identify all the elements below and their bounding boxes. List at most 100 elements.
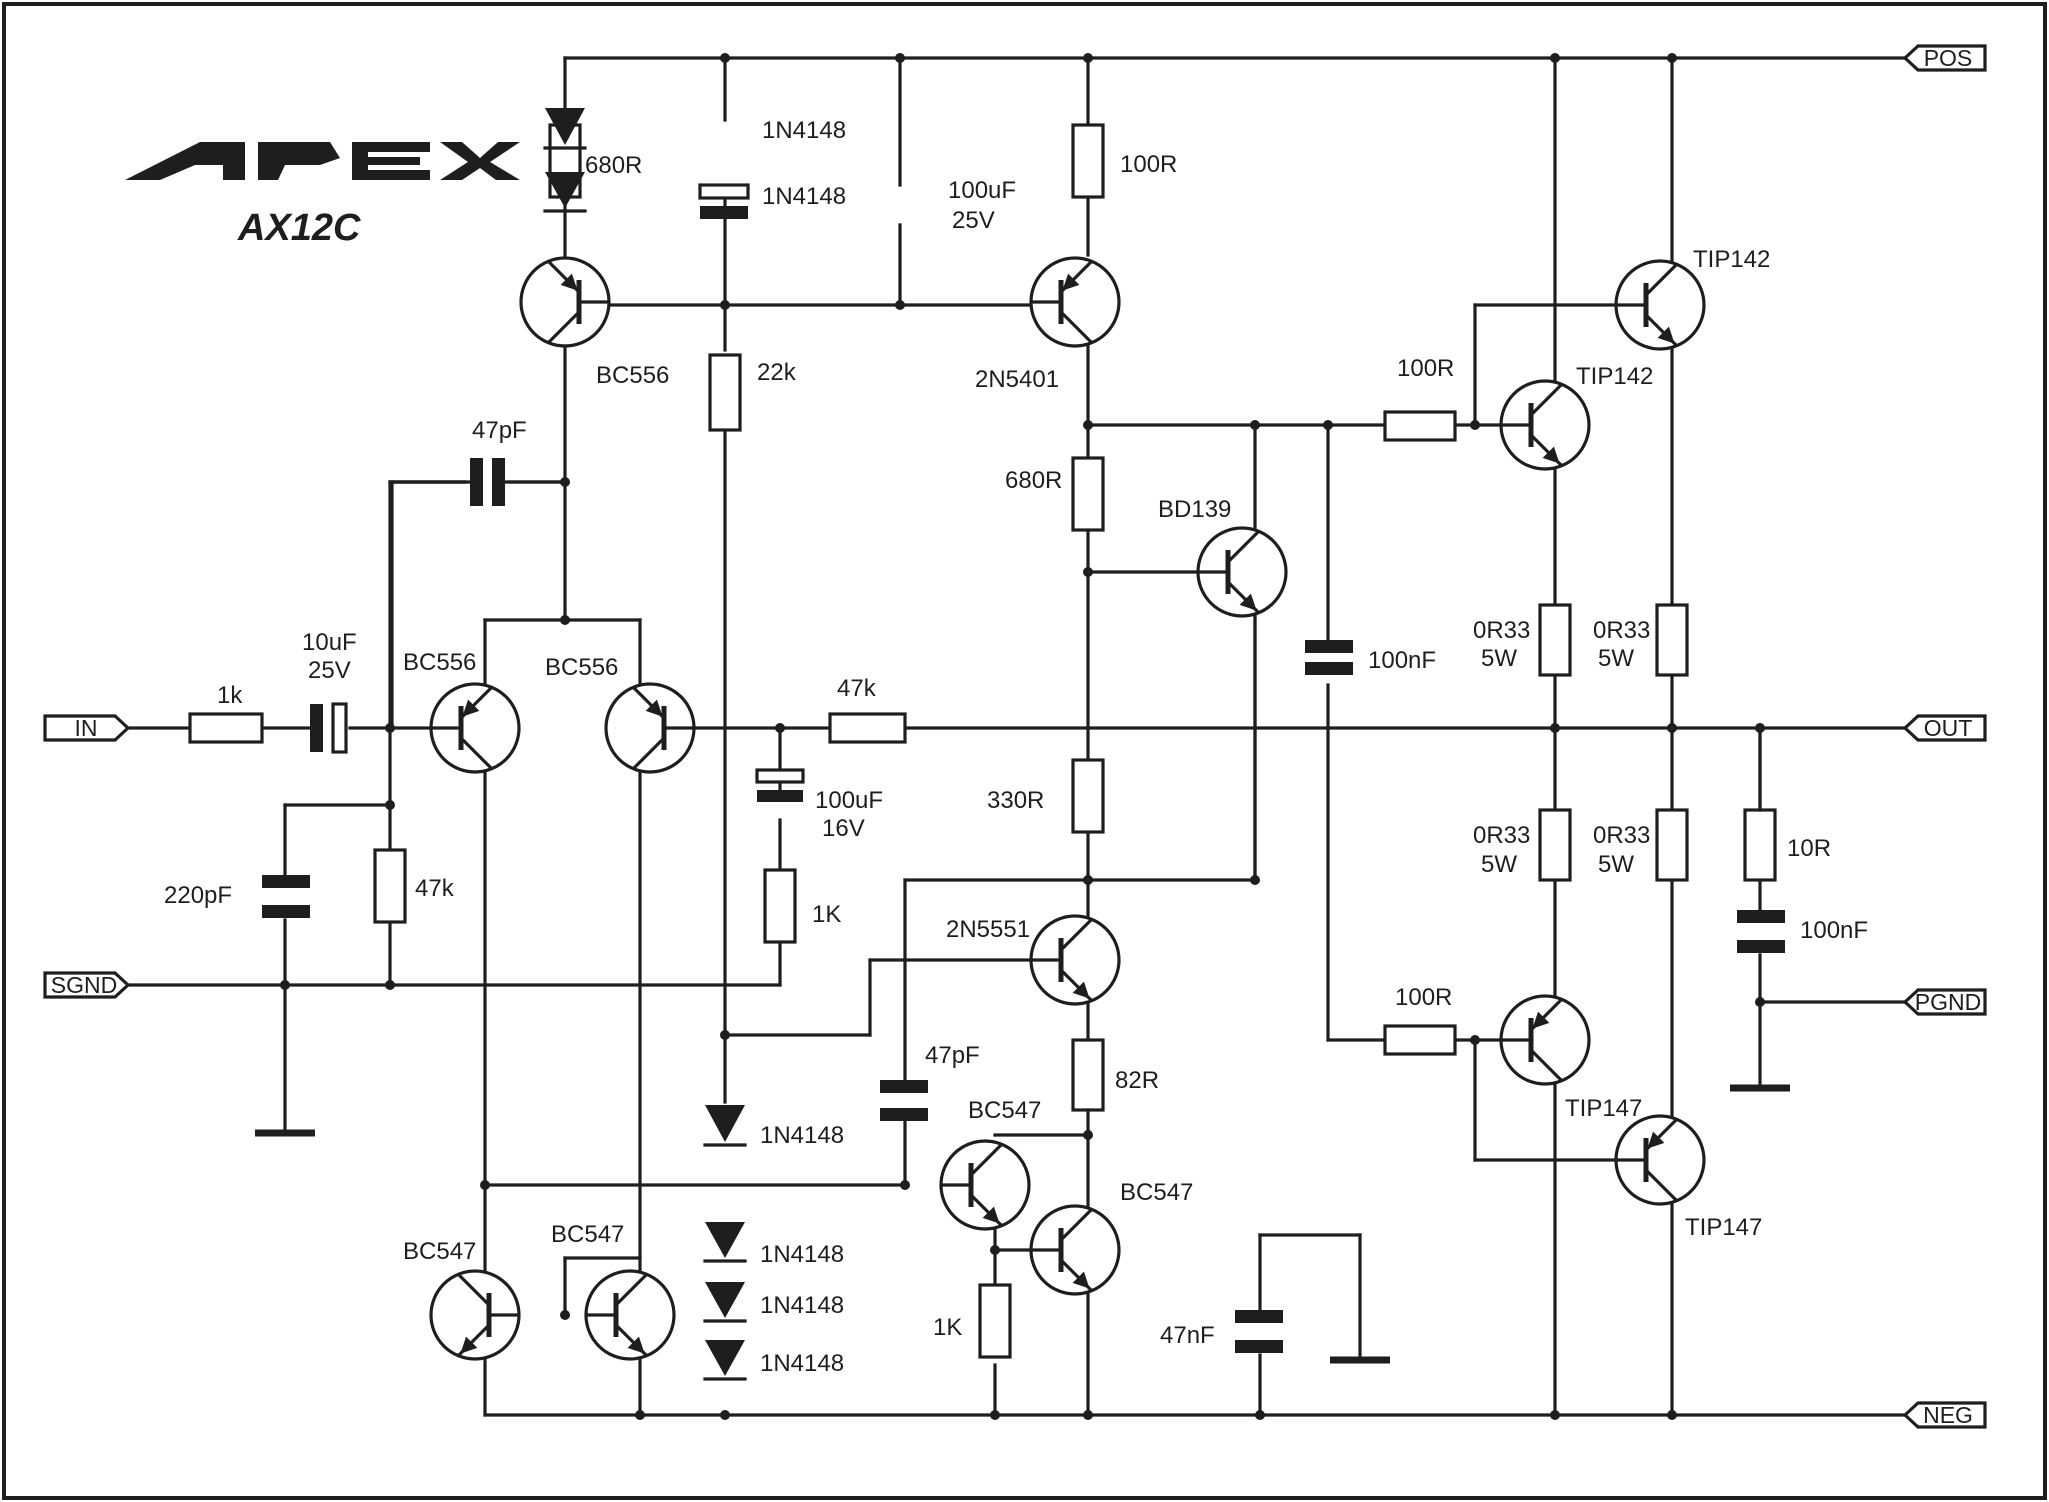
transistor-bc547-right (1029, 1204, 1121, 1296)
resistor-1k-input (188, 712, 264, 744)
capacitor-100nf-zobel (1737, 910, 1785, 953)
svg-text:1k: 1k (217, 682, 243, 709)
capacitor-100uf-16v (755, 768, 805, 802)
svg-text:47nF: 47nF (1160, 1322, 1215, 1349)
resistor-47k-input (373, 848, 407, 924)
svg-text:1N4148: 1N4148 (760, 1350, 844, 1377)
transistor-2n5551 (1029, 914, 1121, 1006)
svg-text:TIP142: TIP142 (1576, 363, 1653, 390)
svg-text:100R: 100R (1397, 355, 1454, 382)
apex-logo (125, 142, 520, 180)
svg-text:2N5551: 2N5551 (946, 916, 1030, 943)
svg-text:47k: 47k (837, 675, 877, 702)
port-sgnd: SGND (43, 971, 131, 999)
capacitor-10uf-25v (310, 702, 348, 754)
transistor-bc547-mid (939, 1139, 1031, 1231)
transistor-bc556-right (604, 682, 696, 774)
diode-1n4148-d5 (703, 1282, 747, 1323)
capacitor-47pf-miller (880, 1080, 928, 1121)
svg-text:BD139: BD139 (1158, 496, 1231, 523)
transistor-bd139 (1196, 526, 1288, 618)
svg-text:NEG: NEG (1923, 1402, 1973, 1428)
transistor-tip142-b (1499, 379, 1591, 471)
capacitor-100nf-bootstrap (1305, 640, 1353, 675)
resistor-100r-driver-bottom (1383, 1024, 1457, 1056)
port-out: OUT (1902, 714, 1987, 742)
svg-text:1N4148: 1N4148 (760, 1292, 844, 1319)
svg-text:47pF: 47pF (472, 417, 527, 444)
resistor-10r-zobel (1743, 808, 1777, 882)
resistor-0r33-2 (1655, 603, 1689, 677)
capacitor-47nf (1235, 1310, 1283, 1353)
svg-text:25V: 25V (952, 207, 995, 234)
diodes (543, 108, 747, 1381)
svg-text:680R: 680R (585, 152, 642, 179)
ports: POS OUT PGND NEG IN SGND (43, 44, 1987, 1429)
svg-text:BC547: BC547 (551, 1221, 624, 1248)
resistor-1k-feedback (763, 868, 797, 944)
resistors (188, 123, 1777, 1359)
component-labels: 680R 1N4148 1N4148 100uF 25V 100R BC556 … (164, 117, 1868, 1377)
svg-text:25V: 25V (308, 657, 351, 684)
transistor-bc556-top (519, 256, 611, 348)
svg-text:IN: IN (75, 715, 98, 741)
svg-text:5W: 5W (1481, 645, 1517, 672)
svg-text:5W: 5W (1481, 851, 1517, 878)
svg-text:BC547: BC547 (1120, 1179, 1193, 1206)
resistor-0r33-4 (1655, 808, 1689, 882)
resistor-82r (1071, 1038, 1105, 1112)
svg-text:220pF: 220pF (164, 882, 232, 909)
svg-text:1N4148: 1N4148 (760, 1122, 844, 1149)
diode-1n4148-d1 (543, 108, 587, 150)
svg-text:1N4148: 1N4148 (762, 183, 846, 210)
junction-dots (280, 53, 1765, 1420)
resistor-100r-driver-top (1383, 410, 1457, 442)
svg-text:100nF: 100nF (1800, 917, 1868, 944)
diode-1n4148-d2 (543, 172, 587, 213)
transistor-tip147-a (1499, 994, 1591, 1086)
svg-text:100uF: 100uF (815, 787, 883, 814)
diode-1n4148-d3 (703, 1105, 747, 1147)
svg-text:OUT: OUT (1924, 715, 1973, 741)
port-in: IN (43, 714, 131, 742)
svg-text:PGND: PGND (1915, 989, 1981, 1015)
svg-text:0R33: 0R33 (1593, 822, 1650, 849)
transistor-tip147-b (1614, 1114, 1706, 1206)
svg-text:SGND: SGND (51, 972, 117, 998)
svg-text:1N4148: 1N4148 (760, 1241, 844, 1268)
svg-text:10R: 10R (1787, 835, 1831, 862)
svg-text:1K: 1K (933, 1314, 962, 1341)
resistor-680r-vas (1071, 456, 1105, 532)
svg-text:5W: 5W (1598, 851, 1634, 878)
svg-text:0R33: 0R33 (1593, 617, 1650, 644)
ground-symbols (255, 1084, 1790, 1364)
svg-text:1N4148: 1N4148 (762, 117, 846, 144)
resistor-330r (1071, 758, 1105, 834)
diode-1n4148-d6 (703, 1340, 747, 1381)
capacitors (262, 183, 1785, 1353)
port-neg: NEG (1902, 1401, 1987, 1429)
transistor-tip142-a (1614, 259, 1706, 351)
svg-text:BC547: BC547 (403, 1238, 476, 1265)
transistor-bc556-left (429, 682, 521, 774)
svg-text:BC556: BC556 (545, 654, 618, 681)
diode-1n4148-d4 (703, 1222, 747, 1263)
svg-text:2N5401: 2N5401 (975, 366, 1059, 393)
svg-text:POS: POS (1924, 45, 1973, 71)
svg-text:47pF: 47pF (925, 1042, 980, 1069)
svg-text:5W: 5W (1598, 645, 1634, 672)
resistor-1k-current-source (978, 1283, 1012, 1359)
svg-text:47k: 47k (415, 875, 455, 902)
svg-text:1K: 1K (812, 901, 841, 928)
svg-text:22k: 22k (757, 359, 797, 386)
svg-text:0R33: 0R33 (1473, 617, 1530, 644)
transistors (429, 256, 1706, 1361)
svg-text:BC556: BC556 (596, 362, 669, 389)
capacitor-100uf-25v (698, 183, 750, 219)
svg-text:BC556: BC556 (403, 649, 476, 676)
svg-text:330R: 330R (987, 787, 1044, 814)
svg-text:TIP147: TIP147 (1685, 1214, 1762, 1241)
svg-text:100R: 100R (1395, 984, 1452, 1011)
